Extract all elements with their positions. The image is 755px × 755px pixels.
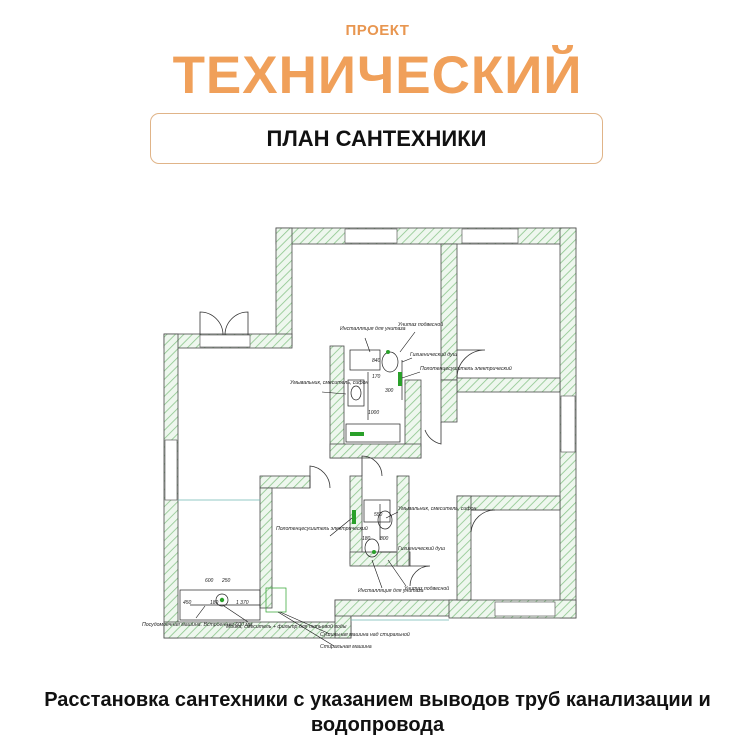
label-washer-dryer: Сушильная машина над стиральной — [320, 631, 410, 638]
project-kicker: ПРОЕКТ — [345, 22, 410, 39]
footer-caption: Расстановка сантехники с указанием вывод… — [44, 689, 711, 736]
entrance-doors — [199, 311, 249, 336]
label-dishwasher: Посудомоечная машина. Встроенная 600 мм — [142, 622, 253, 628]
kitchen-green-marks — [219, 597, 225, 603]
label-toilet-bottom: Унитаз подвесной — [404, 585, 449, 592]
kitchen-fixtures — [179, 587, 287, 621]
dim-180: 180 — [210, 600, 219, 606]
label-heater-top: Полотенцесушитель электрический — [420, 365, 512, 372]
annotation-labels: Инсталляция для унитаза Унитаз подвесной… — [142, 321, 512, 650]
top-bathroom-green-marks — [350, 350, 402, 436]
subtitle-box: ПЛАН САНТЕХНИКИ — [150, 113, 603, 164]
label-toilet-top: Унитаз подвесной — [398, 321, 443, 328]
subtitle-text: ПЛАН САНТЕХНИКИ — [266, 125, 487, 151]
room-lines — [178, 499, 449, 621]
interior-doors — [309, 349, 496, 587]
dim-450: 450 — [183, 600, 192, 606]
page-title: ТЕХНИЧЕСКИЙ — [172, 46, 583, 105]
leader-lines — [195, 331, 421, 647]
label-sink-top: Умывальник, смеситель, сифон — [290, 380, 369, 386]
label-hygienic-shower-top: Гигиенический душ — [410, 351, 458, 358]
outer-walls — [163, 227, 577, 639]
dim-840: 840 — [372, 358, 381, 364]
label-installation-bottom: Инсталляция для унитаза — [358, 588, 424, 594]
dim-1000: 1000 — [368, 410, 379, 416]
dim-250: 250 — [221, 578, 231, 584]
dim-1370: 1 370 — [236, 600, 249, 606]
dim-800: 800 — [380, 536, 389, 542]
dim-180b: 180 — [362, 536, 371, 542]
label-washer: Стиральная машина — [320, 644, 372, 650]
mid-bathroom-fixtures — [363, 499, 393, 558]
dim-550: 550 — [374, 512, 383, 518]
label-hygienic-shower-mid: Гигиенический душ — [398, 545, 446, 552]
label-sink-mid: Умывальник, смеситель, сифон — [398, 506, 477, 512]
label-installation-top: Инсталляция для унитаза — [340, 326, 406, 332]
wall-openings — [164, 228, 576, 617]
label-kitchen-sink: Мойка, смеситель + фильтр для питьевой в… — [226, 623, 347, 630]
label-heater-mid: Полотенцесушитель электрический — [276, 525, 368, 532]
dim-600: 600 — [205, 578, 214, 584]
mid-bathroom-green-marks — [352, 510, 376, 554]
dim-170: 170 — [372, 374, 381, 380]
dim-300: 300 — [385, 388, 394, 394]
dimension-texts: 600 250 450 180 1 370 840 170 300 550 18… — [183, 358, 394, 606]
